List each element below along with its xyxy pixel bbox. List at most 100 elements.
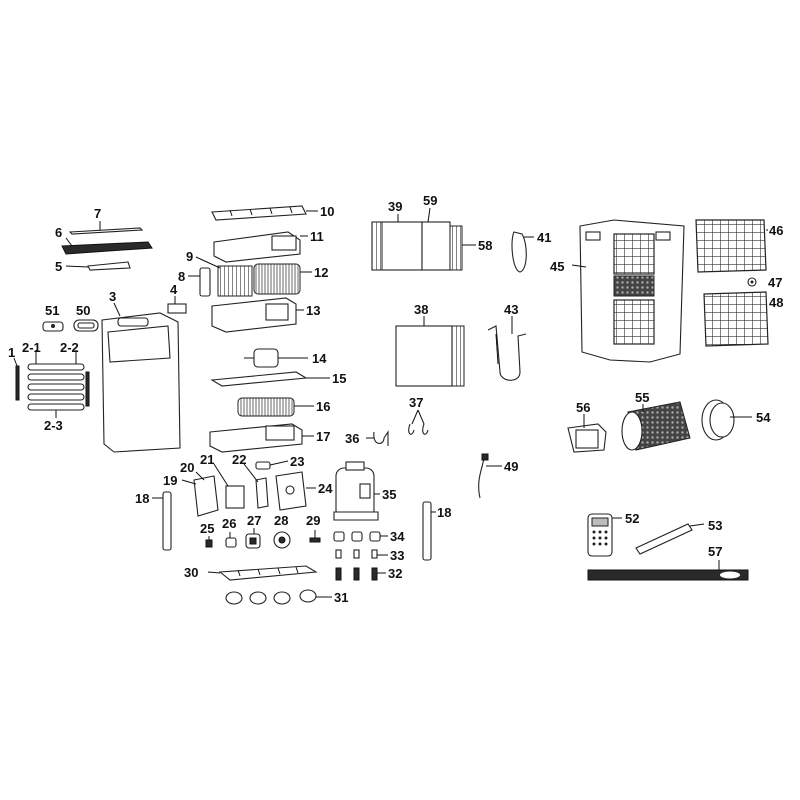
part-49-drain-tube: 49 [478, 453, 518, 499]
part-18-rail-left: 18 [135, 491, 172, 551]
part-13-fan-housing-bottom: 13 [211, 297, 320, 333]
part-48-filter-bottom: 48 [703, 291, 783, 347]
part-38-evaporator-coil: 38 [395, 302, 465, 387]
label-22: 22 [232, 452, 246, 467]
label-45: 45 [550, 259, 564, 274]
part-51-knob: 51 [42, 303, 64, 332]
part-6-top-panel: 6 [55, 225, 153, 255]
label-43: 43 [504, 302, 518, 317]
label-35: 35 [382, 487, 396, 502]
label-36: 36 [345, 431, 359, 446]
part-26-valve: 26 [222, 516, 237, 548]
label-37: 37 [409, 395, 423, 410]
part-11-fan-housing-top: 11 [213, 229, 324, 263]
part-47-screw: 47 [747, 275, 782, 290]
label-25: 25 [200, 521, 214, 536]
label-17: 17 [316, 429, 330, 444]
label-5: 5 [55, 259, 62, 274]
label-48: 48 [769, 295, 783, 310]
part-14-fan-motor: 14 [244, 348, 327, 368]
part-23-sensor: 23 [255, 454, 304, 470]
label-41: 41 [537, 230, 551, 245]
label-47: 47 [768, 275, 782, 290]
part-7-top-trim: 7 [68, 206, 144, 235]
label-1: 1 [8, 345, 15, 360]
label-18-left: 18 [135, 491, 149, 506]
part-43-pipe: 43 [487, 302, 527, 381]
label-9: 9 [186, 249, 193, 264]
label-28: 28 [274, 513, 288, 528]
part-45-rear-cabinet: 45 [550, 219, 685, 363]
label-10: 10 [320, 204, 334, 219]
part-55-exhaust-hose: 55 [621, 390, 691, 451]
label-56: 56 [576, 400, 590, 415]
part-3-front-panel: 3 [101, 289, 181, 453]
part-46-filter-top: 46 [695, 219, 783, 273]
label-50: 50 [76, 303, 90, 318]
part-25-screw: 25 [200, 521, 214, 548]
part-18-rail-right: 18 [422, 501, 451, 561]
part-58-coil-tubes: 58 [449, 225, 492, 271]
part-41-tube: 41 [511, 230, 551, 273]
part-15-motor-plate: 15 [210, 371, 346, 387]
part-33-sleeves: 33 [335, 548, 404, 563]
part-35-compressor: 35 [333, 461, 396, 521]
part-16-blower-wheel: 16 [237, 397, 330, 417]
part-32-bolts: 32 [335, 566, 402, 581]
part-22-pcb: 22 [232, 452, 269, 509]
label-55: 55 [635, 390, 649, 405]
label-38: 38 [414, 302, 428, 317]
label-2-2: 2-2 [60, 340, 79, 355]
part-34-grommets: 34 [333, 529, 405, 544]
label-8: 8 [178, 269, 185, 284]
part-1-louvre-rod: 1 [8, 345, 20, 401]
label-30: 30 [184, 565, 198, 580]
part-30-base-chassis: 30 [184, 565, 318, 581]
label-11: 11 [310, 229, 324, 244]
part-29-pin: 29 [306, 513, 321, 543]
label-49: 49 [504, 459, 518, 474]
label-20: 20 [180, 460, 194, 475]
label-2-3: 2-3 [44, 418, 63, 433]
label-6: 6 [55, 225, 62, 240]
part-56-window-adapter: 56 [567, 400, 607, 453]
label-58: 58 [478, 238, 492, 253]
label-19: 19 [163, 473, 177, 488]
label-51: 51 [45, 303, 59, 318]
label-18-right: 18 [437, 505, 451, 520]
part-8-seal: 8 [178, 267, 211, 297]
part-50-badge: 50 [73, 303, 99, 332]
label-54: 54 [756, 410, 771, 425]
part-59-coil-panel: 59 [421, 193, 451, 271]
part-19-control-box: 19 [163, 473, 219, 517]
label-16: 16 [316, 399, 330, 414]
part-20-bracket: 20 [180, 460, 205, 481]
label-7: 7 [94, 206, 101, 221]
part-57-window-slider: 57 [587, 544, 749, 581]
label-23: 23 [290, 454, 304, 469]
part-53-drain-hose: 53 [635, 518, 722, 555]
part-4-clip: 4 [167, 282, 187, 314]
part-28-float: 28 [273, 513, 291, 549]
part-10-top-bracket: 10 [211, 204, 334, 221]
part-2-louvres: 2-1 2-2 2-3 [22, 340, 90, 433]
part-54-hose-connector: 54 [701, 399, 771, 441]
label-14: 14 [312, 351, 327, 366]
part-52-remote-control: 52 [587, 511, 639, 557]
part-36-clamp: 36 [345, 430, 389, 446]
label-12: 12 [314, 265, 328, 280]
label-21: 21 [200, 452, 214, 467]
label-53: 53 [708, 518, 722, 533]
part-5-bracket: 5 [55, 259, 131, 274]
label-59: 59 [423, 193, 437, 208]
label-4: 4 [170, 282, 178, 297]
label-32: 32 [388, 566, 402, 581]
part-17-base-housing: 17 [209, 423, 330, 453]
label-34: 34 [390, 529, 405, 544]
label-27: 27 [247, 513, 261, 528]
label-2-1: 2-1 [22, 340, 41, 355]
label-39: 39 [388, 199, 402, 214]
label-15: 15 [332, 371, 346, 386]
part-31-casters: 31 [225, 589, 348, 605]
